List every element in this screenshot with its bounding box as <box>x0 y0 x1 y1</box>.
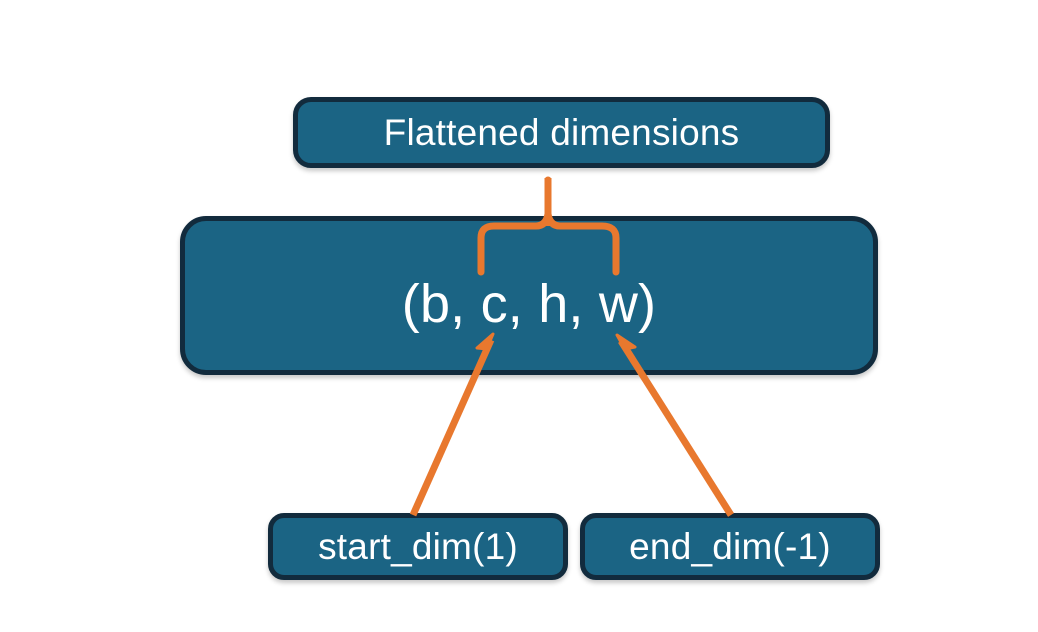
tensor-shape-label: (b, c, h, w) <box>401 273 657 334</box>
start-dim-label: start_dim(1) <box>318 526 518 567</box>
end-dim-label: end_dim(-1) <box>629 526 831 567</box>
end-dim-box: end_dim(-1) <box>580 513 880 580</box>
flattened-dimensions-label: Flattened dimensions <box>383 112 740 153</box>
tensor-shape-box: (b, c, h, w) <box>180 216 878 375</box>
flattened-dimensions-box: Flattened dimensions <box>293 97 830 168</box>
start-dim-box: start_dim(1) <box>268 513 568 580</box>
